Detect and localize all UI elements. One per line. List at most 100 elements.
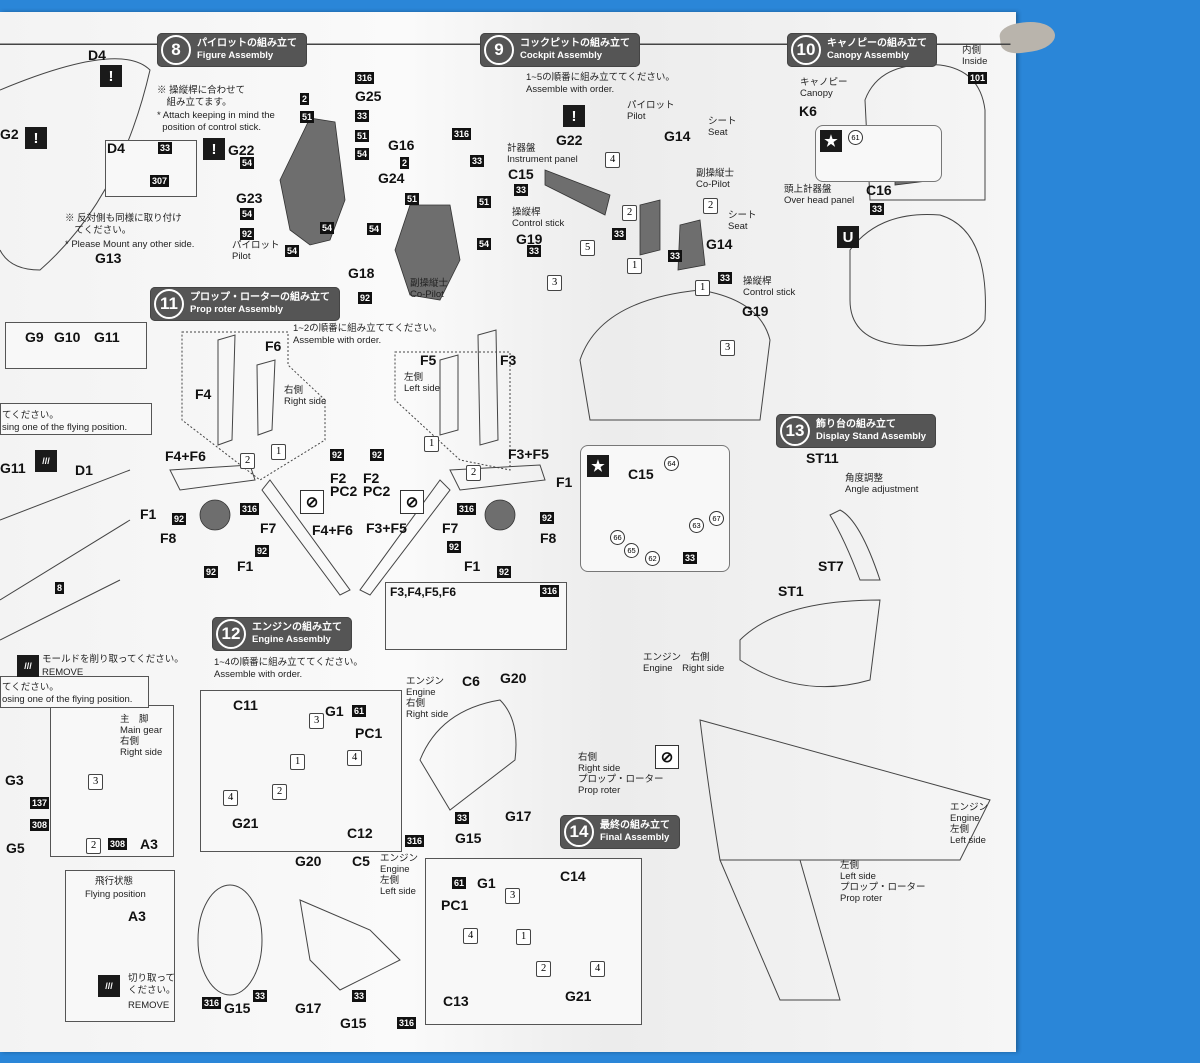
part-label: C11 <box>233 697 258 713</box>
part-label: F8 <box>540 530 557 546</box>
step-title-jp: パイロットの組み立て <box>197 38 297 49</box>
remove-icon: /// <box>17 655 39 677</box>
paint-code-badge: 51 <box>355 130 370 142</box>
caption: キャノピー Canopy <box>800 77 848 99</box>
step-title-en: Figure Assembly <box>197 50 274 61</box>
paint-code-badge: 33 <box>158 142 173 154</box>
hub-f8-left <box>484 499 516 531</box>
step-title-en: Cockpit Assembly <box>520 50 603 61</box>
paint-code-badge: 51 <box>477 196 492 208</box>
part-label: G22 <box>228 142 255 158</box>
f-parts-box-title: F3,F4,F5,F6 <box>390 585 457 599</box>
part-label: F1 <box>140 506 157 522</box>
order-step-number: 5 <box>580 240 596 256</box>
caption: 副操縦士 Co-Pilot <box>410 278 449 300</box>
pilot-figure <box>279 117 346 246</box>
paint-code-badge: 92 <box>172 513 187 525</box>
note-control-stick-en: * Attach keeping in mind the position of… <box>157 110 275 133</box>
part-label: F2 <box>363 470 380 486</box>
remove-icon: /// <box>98 975 120 997</box>
note-flying-position-jp: 飛行状態 <box>95 876 134 887</box>
decal-number: 62 <box>645 551 660 566</box>
no-glue-icon: ⊘ <box>655 745 679 769</box>
flying-note-box <box>0 403 152 435</box>
prop-blade-left <box>439 329 499 446</box>
caption: エンジン Engine 左側 Left side <box>380 853 419 897</box>
order-step-number: 1 <box>516 929 532 945</box>
caption: 角度調整 Angle adjustment <box>845 473 919 495</box>
prop-blade-right <box>217 334 276 446</box>
part-label: F1 <box>556 474 573 490</box>
star-icon: ★ <box>587 455 609 477</box>
paint-code-badge: 316 <box>405 835 425 847</box>
hub-f8-right <box>199 499 231 531</box>
order-step-number: 4 <box>605 152 621 168</box>
part-label: C5 <box>352 853 370 869</box>
part-label: F1 <box>237 558 254 574</box>
paint-code-badge: 316 <box>457 503 477 515</box>
note-order-1-2-jp: 1~2の順番に組み立ててください。 <box>293 323 442 334</box>
order-step-number: 4 <box>590 961 606 977</box>
caption: 主 脚 Main gear 右側 Right side <box>120 714 163 758</box>
paint-code-badge: 33 <box>683 552 698 564</box>
paint-code-badge: 308 <box>30 819 50 831</box>
part-label: PC1 <box>355 725 383 741</box>
part-label: PC2 <box>330 483 358 499</box>
engine-right-box <box>200 690 402 852</box>
order-step-number: 2 <box>703 198 719 214</box>
step-number: 14 <box>564 817 594 847</box>
caption: 頭上計器盤 Over head panel <box>784 184 855 206</box>
order-step-number: 3 <box>547 275 563 291</box>
step-number: 8 <box>161 35 191 65</box>
step-title-jp: キャノピーの組み立て <box>827 38 927 49</box>
step-title-en: Canopy Assembly <box>827 50 910 61</box>
order-step-number: 1 <box>271 444 287 460</box>
order-step-number: 4 <box>463 928 479 944</box>
paint-code-badge: 33 <box>253 990 268 1002</box>
main-gear-box <box>50 705 174 857</box>
caption: 左側 Left side <box>404 372 440 394</box>
paint-code-badge: 54 <box>320 222 335 234</box>
paint-code-badge: 54 <box>240 208 255 220</box>
decal-number: 63 <box>689 518 704 533</box>
part-label: G5 <box>6 840 25 856</box>
part-label: G13 <box>95 250 122 266</box>
note-control-stick-jp: ※ 操縦桿に合わせて 組み立てます。 <box>157 85 246 108</box>
note-remove-mold-jp: モールドを削り取ってください。 <box>42 654 184 665</box>
paint-code-badge: 33 <box>870 203 885 215</box>
part-label: G23 <box>236 190 263 206</box>
order-step-number: 4 <box>347 750 363 766</box>
part-label: D4 <box>88 47 106 63</box>
part-label: G11 <box>94 329 120 345</box>
part-label: D4 <box>107 140 125 156</box>
step-title-en: Display Stand Assembly <box>816 431 926 442</box>
caption: パイロット Pilot <box>232 240 280 262</box>
part-label: G21 <box>232 815 259 831</box>
part-label: G17 <box>505 808 532 824</box>
part-label: G17 <box>295 1000 322 1016</box>
part-label: F4+F6 <box>312 522 353 538</box>
decal-number: 67 <box>709 511 724 526</box>
caption: シート Seat <box>728 210 757 232</box>
part-label: F4+F6 <box>165 448 206 464</box>
note-cut-off-jp: 切り取って ください。 <box>128 973 176 996</box>
paint-code-badge: 316 <box>452 128 472 140</box>
part-label: G11 <box>0 460 26 476</box>
note-flying-position-en: Flying position <box>85 889 146 900</box>
step-number: 10 <box>791 35 821 65</box>
paint-code-badge: 33 <box>470 155 485 167</box>
caption: エンジン Engine 左側 Left side <box>950 802 989 846</box>
paint-code-badge: 2 <box>400 157 410 169</box>
no-glue-icon: ⊘ <box>400 490 424 514</box>
part-label: C6 <box>462 673 480 689</box>
order-step-number: 4 <box>223 790 239 806</box>
paint-code-badge: 316 <box>540 585 560 597</box>
note-mount-jp: ※ 反対側も同様に取り付け てください。 <box>65 213 182 236</box>
paint-brush-icon: ! <box>563 105 585 127</box>
part-label: F5 <box>420 352 437 368</box>
